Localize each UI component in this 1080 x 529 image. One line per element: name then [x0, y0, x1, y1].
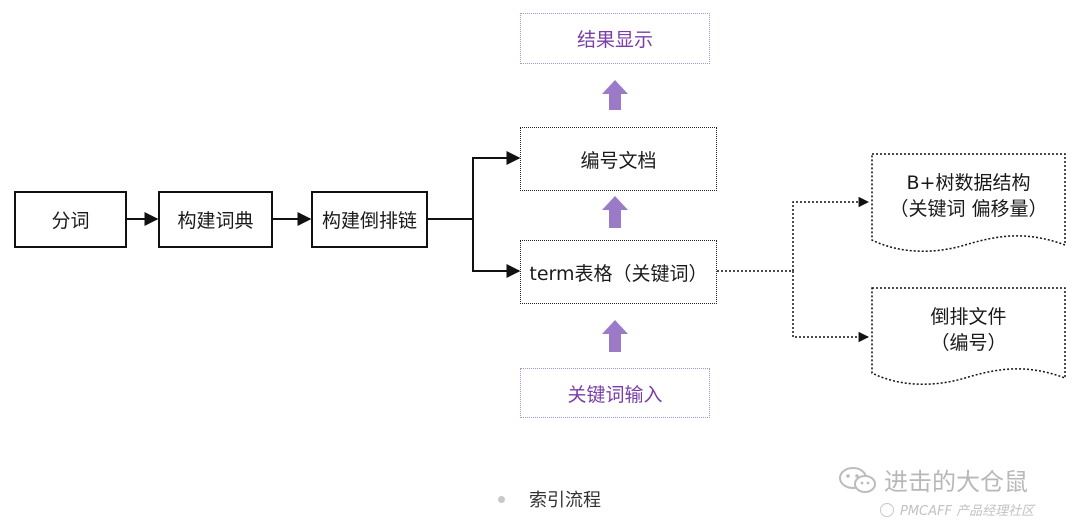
node-doc-number: 编号文档 [520, 127, 717, 191]
node-result-display: 结果显示 [520, 13, 710, 64]
doc-inverted-file-line1: 倒排文件 [930, 306, 1007, 328]
doc-shape-bplus [871, 153, 1066, 252]
doc-inverted-file-text: 倒排文件 （编号） [872, 304, 1065, 356]
dotted-arrow-to-inverted-file [792, 271, 870, 343]
node-result-display-label: 结果显示 [576, 29, 653, 51]
purple-arrow-doc-to-result [602, 80, 628, 110]
node-doc-number-label: 编号文档 [580, 149, 657, 172]
arrow-inverted-to-term [472, 219, 521, 278]
watermark-sub-text: PMCAFF 产品经理社区 [900, 504, 1035, 519]
node-segment-label: 分词 [51, 210, 90, 232]
figure-caption: 索引流程 [498, 486, 601, 512]
doc-bplus-line1: B+树数据结构 [906, 172, 1031, 194]
watermark-main: 进击的大仓鼠 [838, 462, 1028, 497]
doc-bplus-line2: （关键词 偏移量） [889, 198, 1048, 220]
node-build-inverted-label: 构建倒排链 [321, 210, 417, 232]
doc-bplus-text: B+树数据结构 （关键词 偏移量） [872, 170, 1065, 222]
node-build-dict: 构建词典 [158, 191, 273, 248]
node-build-dict-label: 构建词典 [177, 210, 254, 232]
node-keyword-input-label: 关键词输入 [567, 383, 663, 406]
watermark-main-text: 进击的大仓鼠 [884, 468, 1028, 496]
caption-bullet-icon [498, 495, 505, 503]
wechat-icon [839, 466, 876, 493]
node-segment: 分词 [14, 191, 127, 248]
node-keyword-input: 关键词输入 [520, 368, 710, 418]
doc-shape-inverted-file [871, 287, 1066, 385]
dotted-arrow-to-bplus [792, 196, 870, 271]
watermark-sub: PMCAFF 产品经理社区 [880, 500, 1034, 519]
figure-caption-text: 索引流程 [529, 490, 601, 511]
arrow-inverted-to-doc [428, 151, 521, 220]
node-term-table: term表格（关键词） [520, 240, 717, 304]
node-build-inverted: 构建倒排链 [311, 191, 428, 248]
doc-inverted-file-line2: （编号） [930, 332, 1007, 354]
purple-arrow-term-to-doc [602, 196, 628, 228]
node-term-table-label: term表格（关键词） [529, 262, 708, 285]
purple-arrow-input-to-term [602, 320, 628, 352]
pmcaff-logo-icon [880, 502, 894, 517]
